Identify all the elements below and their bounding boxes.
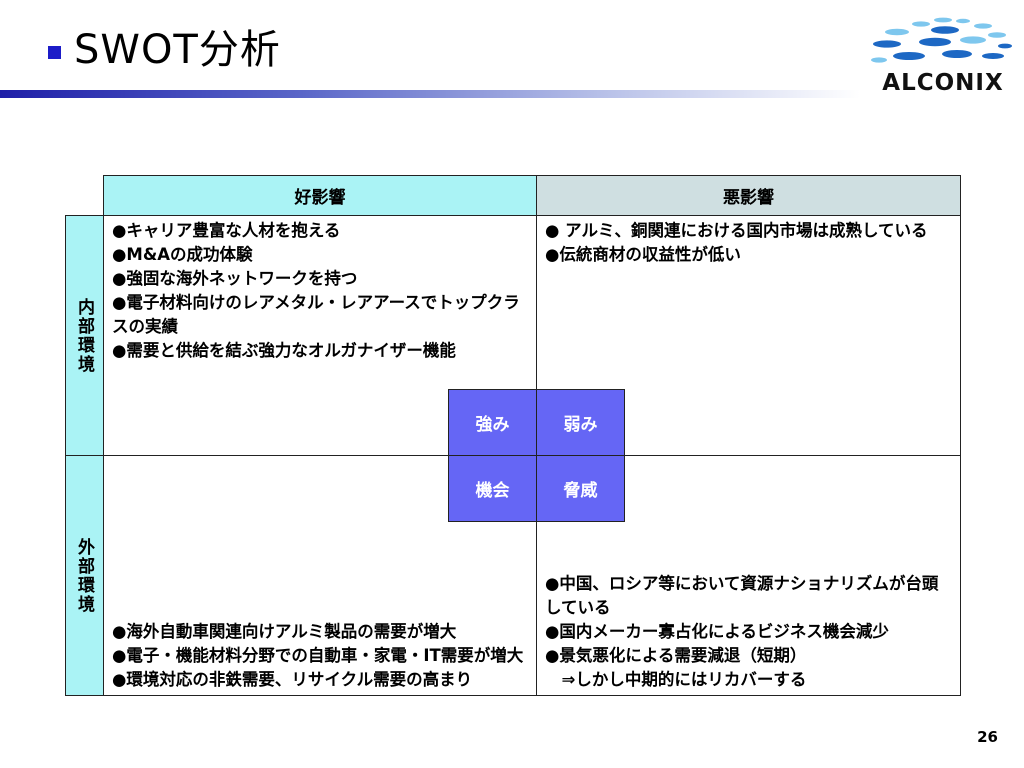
- opportunity-item: ●海外自動車関連向けアルミ製品の需要が増大: [112, 622, 457, 641]
- threat-item: ●景気悪化による需要減退（短期）: [545, 646, 807, 665]
- opportunities-cell: ●海外自動車関連向けアルミ製品の需要が増大 ●電子・機能材料分野での自動車・家電…: [103, 455, 537, 696]
- strength-item: ●キャリア豊富な人材を抱える: [112, 221, 341, 240]
- threat-item: ●中国、ロシア等において資源ナショナリズムが台頭している: [545, 574, 939, 617]
- threat-item: ⇒しかし中期的にはリカバーする: [545, 670, 807, 689]
- header-negative: 悪影響: [536, 175, 961, 216]
- weakness-item: ● アルミ、銅関連における国内市場は成熟している: [545, 221, 928, 240]
- strength-item: ●需要と供給を結ぶ強力なオルガナイザー機能: [112, 341, 456, 360]
- weaknesses-cell: ● アルミ、銅関連における国内市場は成熟している ●伝統商材の収益性が低い: [536, 215, 961, 456]
- header-positive: 好影響: [103, 175, 537, 216]
- opportunities-label-box: 機会: [448, 455, 537, 522]
- page-title: SWOT分析: [74, 27, 281, 73]
- title-underline-bar: [0, 90, 860, 98]
- opportunity-item: ●電子・機能材料分野での自動車・家電・IT需要が増大: [112, 646, 524, 665]
- alconix-logo-icon: [871, 17, 1012, 63]
- title-bullet: [48, 46, 61, 59]
- page-number: 26: [977, 728, 998, 746]
- strengths-label-box: 強み: [448, 389, 537, 456]
- strengths-cell: ●キャリア豊富な人材を抱える ●M&Aの成功体験 ●強固な海外ネットワークを持つ…: [103, 215, 537, 456]
- side-external: 外部環境: [65, 455, 104, 696]
- swot-matrix: 好影響 悪影響 内部環境 外部環境 ●キャリア豊富な人材を抱える ●M&Aの成功…: [65, 175, 961, 696]
- opportunity-item: ●環境対応の非鉄需要、リサイクル需要の高まり: [112, 670, 473, 689]
- strength-item: ●電子材料向けのレアメタル・レアアースでトップクラスの実績: [112, 293, 520, 336]
- strength-item: ●M&Aの成功体験: [112, 245, 253, 264]
- weakness-item: ●伝統商材の収益性が低い: [545, 245, 741, 264]
- weaknesses-label-box: 弱み: [536, 389, 625, 456]
- side-internal-label: 内部環境: [74, 297, 94, 374]
- side-external-label: 外部環境: [74, 537, 94, 614]
- threats-cell: ●中国、ロシア等において資源ナショナリズムが台頭している ●国内メーカー寡占化に…: [536, 455, 961, 696]
- strength-item: ●強固な海外ネットワークを持つ: [112, 269, 358, 288]
- threat-item: ●国内メーカー寡占化によるビジネス機会減少: [545, 622, 889, 641]
- side-internal: 内部環境: [65, 215, 104, 456]
- logo-text: ALCONIX: [882, 70, 1004, 96]
- threats-label-box: 脅威: [536, 455, 625, 522]
